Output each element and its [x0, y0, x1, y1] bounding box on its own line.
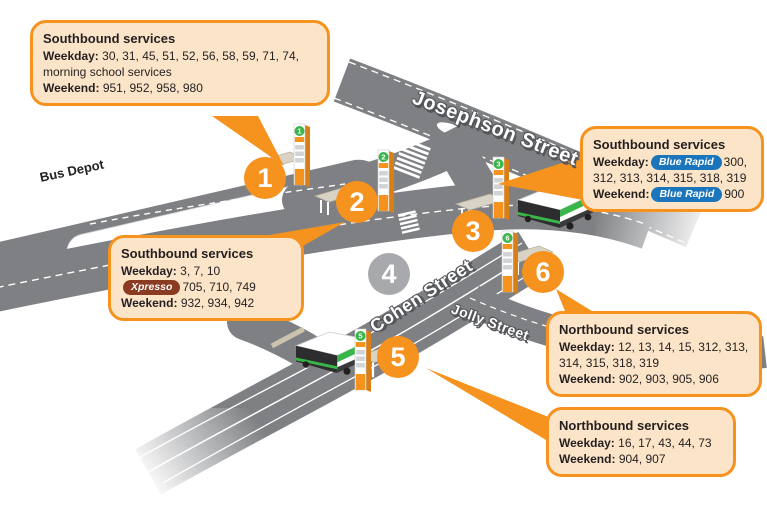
weekday-services: Weekday: 12, 13, 14, 15, 312, 313, 314, … [559, 339, 749, 370]
svg-text:6: 6 [505, 234, 509, 243]
stop-marker-6: 6 [522, 251, 564, 293]
stop-marker-3: 3 [452, 210, 494, 252]
bus-stop-totem-5: 5 [354, 328, 372, 393]
svg-text:1: 1 [297, 127, 301, 136]
weekend-services: Weekend: 932, 934, 942 [121, 295, 255, 310]
weekend-services: Weekend: 902, 903, 905, 906 [559, 371, 719, 386]
bus-stop-totem-6: 6 [501, 230, 519, 295]
svg-text:5: 5 [358, 332, 362, 341]
bus-stop-totem-1: 1 [293, 123, 311, 188]
callout-stop5-northbound: Northbound services Weekday: 16, 17, 43,… [546, 407, 736, 477]
crosswalk [397, 210, 420, 234]
svg-text:3: 3 [496, 160, 500, 169]
weekend-services: Weekend: 904, 907 [559, 451, 666, 466]
stop-marker-2: 2 [336, 181, 378, 223]
callout-stop2-southbound: Southbound services Weekday: 3, 7, 10 Xp… [108, 235, 304, 322]
weekday-services: Weekday: 30, 31, 45, 51, 52, 56, 58, 59,… [43, 48, 299, 79]
callout-title: Southbound services [43, 31, 176, 46]
weekday-services: Weekday: 3, 7, 10 [121, 263, 221, 278]
weekend-services: Weekend: 951, 952, 958, 980 [43, 80, 203, 95]
stop-marker-4: 4 [368, 253, 410, 295]
xpresso-badge: Xpresso [123, 279, 181, 295]
callout-title: Southbound services [593, 137, 726, 152]
callout-stop1-southbound: Southbound services Weekday: 30, 31, 45,… [30, 20, 330, 107]
stop-marker-5: 5 [377, 336, 419, 378]
pointer-callout-5 [426, 368, 556, 446]
weekday-services: Weekday: 16, 17, 43, 44, 73 [559, 435, 712, 450]
svg-text:2: 2 [381, 153, 385, 162]
crosswalk [392, 138, 431, 179]
bus-lane-marking [270, 326, 305, 349]
bus-stop-totem-3: 3 [492, 156, 510, 221]
callout-title: Southbound services [121, 246, 254, 261]
blue-rapid-badge: Blue Rapid [650, 154, 722, 170]
callout-title: Northbound services [559, 322, 690, 337]
callout-title: Northbound services [559, 418, 690, 433]
pointer-callout-1 [212, 116, 284, 166]
blue-rapid-badge: Blue Rapid [651, 186, 723, 202]
callout-stop6-northbound: Northbound services Weekday: 12, 13, 14,… [546, 311, 762, 398]
stop-marker-1: 1 [244, 157, 286, 199]
bus-stop-totem-2: 2 [377, 149, 395, 214]
